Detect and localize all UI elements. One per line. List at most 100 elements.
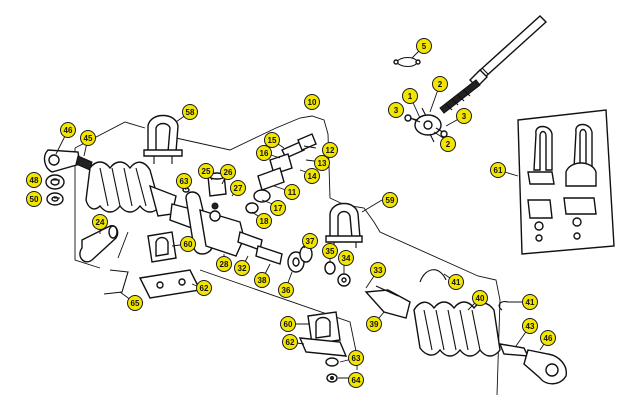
callout-circle — [304, 168, 320, 184]
callout-40: 40 — [472, 290, 488, 306]
callout-circle — [80, 130, 96, 146]
callout-number: 27 — [234, 184, 243, 193]
callout-circle — [278, 282, 294, 298]
callout-circle — [196, 280, 212, 296]
callout-13: 13 — [314, 155, 330, 171]
callout-number: 61 — [494, 166, 503, 175]
callout-number: 45 — [84, 134, 93, 143]
callout-number: 48 — [30, 176, 39, 185]
callout-number: 36 — [282, 286, 291, 295]
callout-number: 3 — [462, 112, 467, 121]
bush-24 — [79, 225, 119, 263]
callout-60: 60 — [180, 236, 196, 252]
callout-12: 12 — [322, 142, 338, 158]
callout-3: 3 — [456, 108, 472, 124]
callout-number: 38 — [258, 276, 267, 285]
right-rack-parts — [255, 245, 351, 287]
callout-number: 28 — [220, 260, 229, 269]
left-tie-rod-end — [43, 149, 93, 173]
callout-2: 2 — [432, 76, 448, 92]
callout-number: 60 — [184, 240, 193, 249]
callout-5: 5 — [416, 38, 432, 54]
callout-circle — [60, 122, 76, 138]
callout-46: 46 — [60, 122, 76, 138]
callout-circle — [92, 214, 108, 230]
callout-41: 41 — [522, 294, 538, 310]
right-tie-rod-end — [498, 343, 567, 385]
callout-number: 11 — [288, 188, 297, 197]
callout-number: 63 — [180, 177, 189, 186]
right-gaiter — [413, 301, 501, 357]
callout-number: 2 — [446, 140, 451, 149]
callout-15: 15 — [264, 132, 280, 148]
callout-circle — [522, 318, 538, 334]
callout-number: 24 — [96, 218, 105, 227]
callout-number: 37 — [306, 237, 315, 246]
callout-number: 25 — [202, 167, 211, 176]
callout-3: 3 — [388, 102, 404, 118]
callout-59: 59 — [382, 192, 398, 208]
callout-number: 10 — [308, 98, 317, 107]
callout-circle — [127, 295, 143, 311]
callout-61: 61 — [490, 162, 506, 178]
callout-circle — [280, 316, 296, 332]
callout-number: 35 — [326, 247, 335, 256]
callout-18: 18 — [256, 213, 272, 229]
callout-17: 17 — [270, 200, 286, 216]
callout-58: 58 — [182, 104, 198, 120]
inset-box-61 — [517, 109, 615, 255]
callout-number: 65 — [131, 299, 140, 308]
assembly-outline — [74, 115, 501, 396]
callout-number: 13 — [318, 159, 327, 168]
callout-circle — [456, 108, 472, 124]
callout-45: 45 — [80, 130, 96, 146]
callout-circle — [256, 213, 272, 229]
universal-joint — [404, 107, 448, 143]
callout-28: 28 — [216, 256, 232, 272]
callout-41: 41 — [448, 274, 464, 290]
callout-number: 43 — [526, 322, 535, 331]
callout-circle — [254, 272, 270, 288]
callout-circle — [448, 274, 464, 290]
callout-number: 34 — [342, 254, 351, 263]
callout-50: 50 — [26, 191, 42, 207]
callout-number: 12 — [326, 146, 335, 155]
callout-number: 58 — [186, 108, 195, 117]
callout-1: 1 — [402, 88, 418, 104]
callout-circle — [348, 350, 364, 366]
callout-circle — [322, 243, 338, 259]
callout-27: 27 — [230, 180, 246, 196]
callout-circle — [304, 94, 320, 110]
callout-65: 65 — [127, 295, 143, 311]
callout-62: 62 — [282, 334, 298, 350]
steering-column — [439, 15, 548, 114]
callout-circle — [348, 372, 364, 388]
callout-circle — [176, 173, 192, 189]
callout-circle — [522, 294, 538, 310]
callout-circle — [270, 200, 286, 216]
callout-number: 16 — [260, 149, 269, 158]
callout-number: 14 — [308, 172, 317, 181]
callout-36: 36 — [278, 282, 294, 298]
callout-number: 39 — [370, 320, 379, 329]
callout-62: 62 — [196, 280, 212, 296]
callout-10: 10 — [304, 94, 320, 110]
callout-number: 59 — [386, 196, 395, 205]
callout-11: 11 — [284, 184, 300, 200]
callout-circle — [180, 236, 196, 252]
bracket-62 — [138, 269, 202, 299]
callout-26: 26 — [220, 164, 236, 180]
callout-number: 50 — [30, 195, 39, 204]
callout-circle — [282, 334, 298, 350]
callout-39: 39 — [366, 316, 382, 332]
mounting-rubber-60 — [147, 231, 177, 263]
callout-34: 34 — [338, 250, 354, 266]
callout-circle — [216, 256, 232, 272]
callout-43: 43 — [522, 318, 538, 334]
callout-14: 14 — [304, 168, 320, 184]
callout-number: 3 — [394, 106, 399, 115]
callout-60: 60 — [280, 316, 296, 332]
pinion-assembly — [245, 133, 317, 214]
